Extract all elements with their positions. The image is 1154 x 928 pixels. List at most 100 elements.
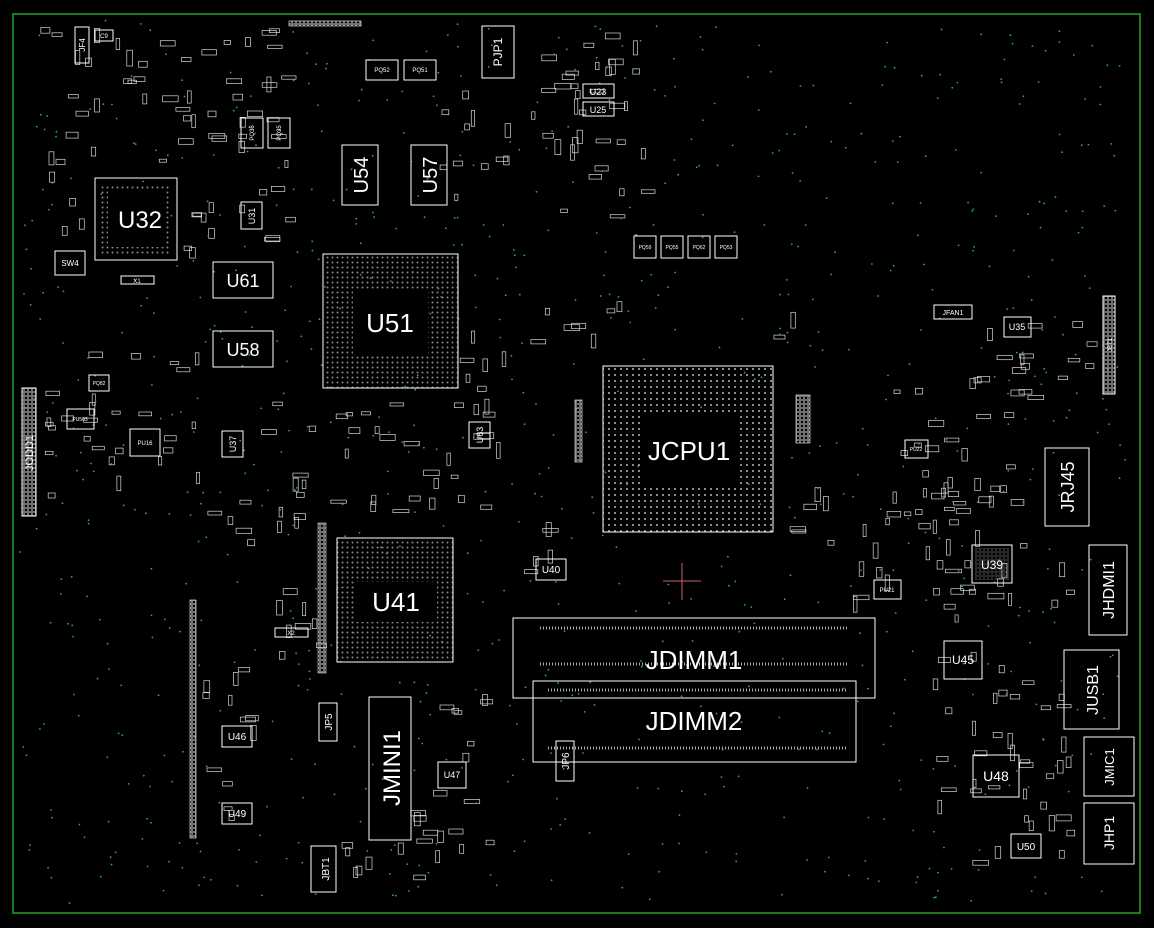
via [189, 514, 192, 516]
chip-u31: U31 [240, 201, 263, 230]
via [200, 619, 203, 622]
passive-footprint [45, 421, 54, 427]
passive-footprint [176, 367, 191, 373]
via [203, 876, 206, 879]
passive-footprint [922, 470, 929, 478]
via [1110, 143, 1113, 145]
via [698, 165, 701, 167]
via [235, 269, 238, 272]
passive-footprint [943, 603, 956, 610]
via [1034, 876, 1037, 879]
passive-footprint [61, 226, 68, 236]
passive-footprint [75, 110, 89, 117]
via [206, 200, 209, 203]
via [1042, 739, 1045, 741]
via [429, 713, 432, 716]
via [302, 796, 304, 799]
passive-footprint [452, 160, 463, 167]
via [176, 265, 179, 267]
via [425, 692, 428, 694]
via [120, 684, 123, 687]
via [482, 224, 485, 226]
via [849, 102, 852, 105]
via [181, 866, 184, 869]
via [594, 25, 597, 28]
passive-footprint [308, 425, 317, 432]
passive-footprint [200, 212, 207, 223]
via [317, 258, 320, 261]
via [538, 473, 541, 475]
via [848, 874, 850, 877]
passive-footprint [496, 442, 501, 459]
passive-footprint [616, 301, 623, 313]
passive-footprint [928, 420, 945, 427]
passive-footprint [960, 584, 975, 591]
via [324, 869, 326, 872]
via [284, 309, 287, 312]
passive-footprint [238, 667, 251, 673]
via [544, 674, 547, 677]
via [241, 364, 244, 367]
via [1111, 654, 1114, 657]
via [386, 470, 389, 473]
passive-footprint [133, 76, 146, 82]
passive-footprint [360, 411, 371, 416]
via [186, 491, 189, 494]
via [966, 427, 969, 430]
via [318, 318, 321, 321]
via [426, 684, 429, 686]
via [509, 141, 512, 143]
via [664, 95, 666, 97]
passive-footprint [61, 415, 75, 422]
via [407, 451, 410, 453]
via [106, 642, 109, 645]
via [1054, 196, 1057, 199]
passive-footprint [1010, 389, 1025, 397]
via [461, 130, 464, 133]
via [1077, 231, 1080, 234]
via [877, 880, 880, 883]
via [595, 56, 598, 59]
via [151, 384, 153, 386]
via [661, 843, 664, 845]
via [859, 632, 861, 635]
passive-footprint [250, 725, 257, 741]
via [918, 442, 920, 445]
via [834, 251, 836, 254]
via [165, 53, 167, 56]
passive-footprint [570, 83, 579, 89]
label-u45: U45 [952, 653, 974, 667]
passive-footprint [944, 506, 955, 511]
chip-u45: U45 [943, 640, 983, 680]
via [290, 758, 293, 760]
via [731, 144, 734, 147]
via [171, 413, 174, 416]
via [509, 704, 511, 707]
passive-footprint [1057, 760, 1064, 774]
label-jdimm1: JDIMM1 [646, 645, 743, 675]
via [627, 853, 630, 855]
via [1054, 764, 1057, 767]
chip-u37: U37 [221, 430, 244, 458]
small-components [40, 27, 1098, 881]
via [617, 296, 620, 298]
via [255, 861, 258, 863]
via [1042, 611, 1044, 614]
passive-footprint [235, 527, 253, 534]
via [917, 234, 919, 237]
strip-connector-cpu-right [795, 394, 811, 444]
via [1038, 200, 1041, 203]
label-c9: C9 [100, 34, 108, 40]
passive-footprint [988, 495, 994, 508]
via [140, 304, 143, 307]
via [248, 126, 251, 128]
via [462, 436, 464, 439]
passive-footprint [181, 57, 192, 62]
via [254, 649, 257, 651]
via [563, 630, 566, 632]
via [747, 76, 749, 78]
via [589, 681, 592, 684]
via [1114, 209, 1117, 212]
via [518, 520, 520, 523]
via [893, 66, 896, 69]
